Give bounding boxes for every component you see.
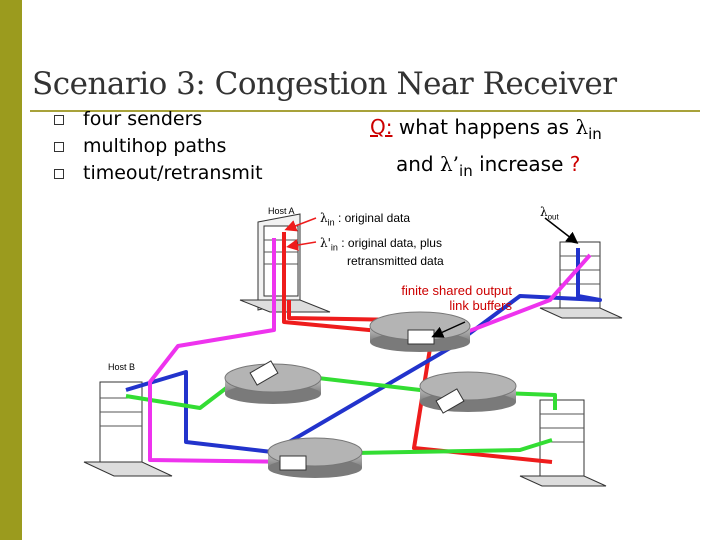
- lambda-out-arrow: [544, 217, 579, 244]
- host-right-bottom-computer: [519, 399, 607, 487]
- bullet-list: four senders multihop paths timeout/retr…: [50, 106, 263, 187]
- lambda-symbol: λ: [575, 115, 589, 139]
- lambda-in-arrow: [284, 217, 317, 232]
- host-b-label: Host B: [108, 362, 136, 372]
- router-middle-right: [419, 371, 517, 414]
- buffers-label: finite shared output link buffers: [401, 283, 512, 313]
- retransmitted-label: retransmitted data: [347, 254, 444, 268]
- host-a-label: Host A: [268, 206, 295, 216]
- host-b-computer: [83, 381, 173, 477]
- red-flow-back: [287, 300, 401, 322]
- question-line2-start: and: [396, 152, 440, 176]
- lambda-in-legend: λin : original data: [320, 211, 411, 228]
- host-right-top-computer: [539, 241, 623, 319]
- question-text: Q: what happens as λin and λ’in increase…: [370, 112, 602, 186]
- buffers-arrow: [431, 321, 466, 338]
- question-label: Q:: [370, 115, 393, 139]
- lambda-prime-subscript: in: [459, 162, 473, 180]
- lambda-subscript: in: [588, 125, 602, 143]
- bullet-item: timeout/retransmit: [50, 160, 263, 187]
- green-flow: [125, 368, 557, 410]
- lambda-prime-arrow: [286, 239, 317, 251]
- lambda-prime-legend: λ'in : original data, plus: [320, 236, 442, 253]
- bullet-item: multihop paths: [50, 133, 263, 160]
- question-line1: what happens as: [392, 115, 576, 139]
- title-divider: [30, 110, 700, 112]
- magenta-flow: [148, 238, 301, 464]
- question-mark: ?: [569, 152, 581, 176]
- host-a-computer: [239, 213, 331, 313]
- bullet-text: four senders: [83, 108, 203, 130]
- question-line2-end: increase: [472, 152, 570, 176]
- router-left: [224, 360, 322, 404]
- bullet-square-icon: [54, 115, 64, 125]
- router-top: [369, 311, 471, 352]
- lambda-out-label: λout: [540, 205, 559, 222]
- lambda-prime-symbol: λ’: [439, 152, 460, 176]
- router-bottom: [267, 437, 363, 478]
- slide-title: Scenario 3: Congestion Near Receiver: [32, 66, 617, 102]
- bullet-square-icon: [54, 169, 64, 179]
- bullet-text: timeout/retransmit: [83, 162, 263, 184]
- bullet-square-icon: [54, 142, 64, 152]
- green-flow-b: [299, 438, 553, 456]
- bullet-text: multihop paths: [83, 135, 227, 157]
- bullet-item: four senders: [50, 106, 263, 133]
- sidebar-accent-bar: [0, 0, 22, 540]
- blue-flow: [125, 248, 602, 454]
